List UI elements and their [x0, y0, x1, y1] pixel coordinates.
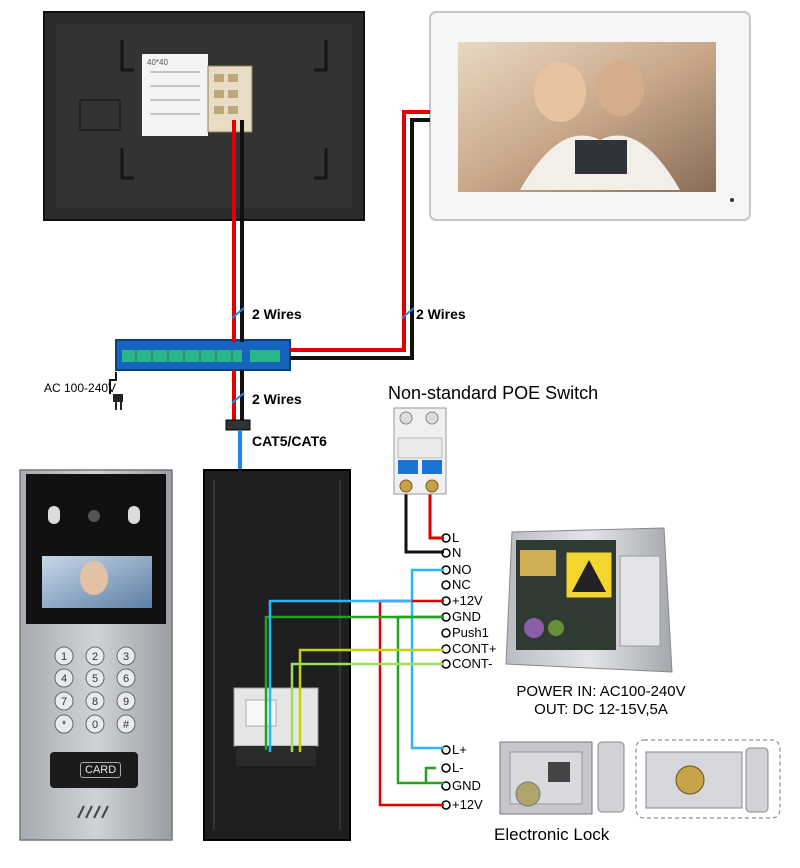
terminal-dot [441, 763, 451, 773]
keypad-button[interactable] [54, 668, 74, 688]
keypad: 1 2 3 4 5 6 7 8 9 * 0 # [54, 646, 136, 734]
keypad-button[interactable] [85, 646, 105, 666]
keypad-button[interactable] [116, 714, 136, 734]
terminal-label-power: N [452, 545, 462, 560]
wire-pair-monitor-back [232, 120, 244, 342]
monitor-front [429, 11, 751, 221]
terminal-dot [441, 628, 451, 638]
breaker-wires [404, 484, 444, 554]
keypad-button-label: 7 [61, 696, 67, 708]
card-reader [50, 752, 138, 788]
terminal-label-lock: L- [452, 760, 464, 775]
label-monitor-sticker: 40*40 [147, 58, 168, 67]
label-cable-type: CAT5/CAT6 [252, 433, 327, 449]
keypad-button[interactable] [116, 691, 136, 711]
label-wires-top-left: 2 Wires [252, 306, 302, 322]
door-station: 1 2 3 4 5 6 7 8 9 * 0 # [19, 469, 173, 841]
keypad-button[interactable] [54, 714, 74, 734]
supply-wires [264, 568, 444, 807]
terminal-label-lock: GND [452, 778, 481, 793]
terminal-label-power: CONT+ [452, 641, 497, 656]
power-supply-line1: POWER IN: AC100-240V [516, 683, 686, 700]
keypad-button-label: * [62, 719, 67, 731]
ac-plug [109, 372, 123, 410]
terminal-label-power: CONT- [452, 656, 493, 671]
terminal-label-power: NC [452, 577, 471, 592]
keypad-button-label: 4 [61, 673, 67, 685]
card-label: CARD [80, 762, 122, 778]
electronic-lock-caption: Electronic Lock [494, 825, 610, 844]
electronic-lock-open [499, 741, 625, 815]
keypad-button-label: 5 [92, 673, 98, 685]
terminal-label-power: Push1 [452, 625, 489, 640]
monitor-sticker [142, 54, 208, 136]
electronic-lock-closed [635, 739, 781, 819]
terminal-label-lock: +12V [452, 797, 483, 812]
keypad-button-label: 1 [61, 651, 67, 663]
terminal-label-power: +12V [452, 593, 483, 608]
label-breaker-title: Non-standard POE Switch [388, 383, 599, 403]
terminal-label-lock: L+ [452, 742, 467, 757]
terminal-dots-lock [441, 745, 451, 810]
terminal-dot [441, 580, 451, 590]
keypad-button-label: 8 [92, 696, 98, 708]
keypad-button[interactable] [85, 714, 105, 734]
keypad-button[interactable] [85, 668, 105, 688]
keypad-button[interactable] [85, 691, 105, 711]
keypad-button-label: # [123, 719, 130, 731]
keypad-button-label: 3 [123, 651, 129, 663]
terminal-label-power: NO [452, 562, 472, 577]
power-supply-line2: OUT: DC 12-15V,5A [534, 701, 668, 718]
keypad-button-label: 6 [123, 673, 129, 685]
label-wires-top-right: 2 Wires [416, 306, 466, 322]
label-ac-input: AC 100-240V [44, 381, 117, 395]
terminal-label-power: GND [452, 609, 481, 624]
keypad-button-label: 9 [123, 696, 129, 708]
monitor-back [43, 11, 365, 221]
keypad-button-label: 0 [92, 719, 98, 731]
label-wires-switch-bottom: 2 Wires [252, 391, 302, 407]
terminal-label-power: L [452, 530, 460, 545]
wire-pair-monitor-front [290, 110, 430, 360]
power-supply-unit [505, 527, 673, 673]
keypad-button-label: 2 [92, 651, 98, 663]
keypad-button[interactable] [116, 646, 136, 666]
keypad-button[interactable] [54, 646, 74, 666]
keypad-button[interactable] [116, 668, 136, 688]
poe-switch [115, 339, 291, 371]
door-station-back [203, 469, 351, 841]
circuit-breaker [393, 407, 447, 495]
keypad-button[interactable] [54, 691, 74, 711]
